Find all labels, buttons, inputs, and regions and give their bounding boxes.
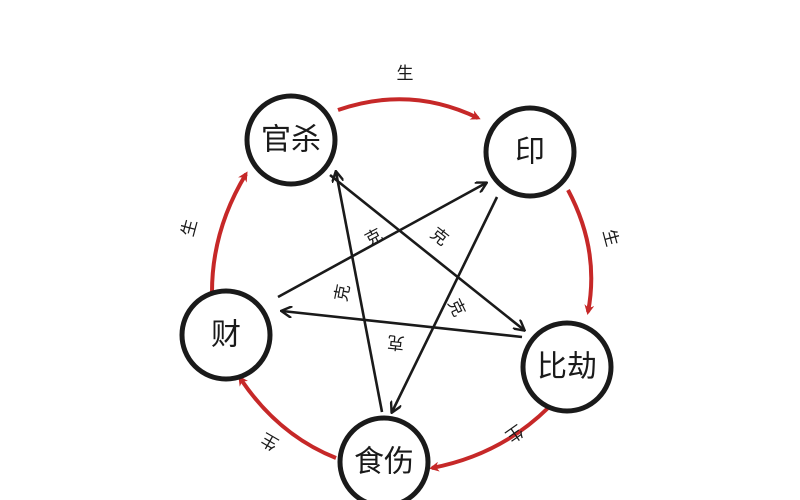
arrow-cai-to-guansha — [210, 171, 248, 293]
node-yin-label: 印 — [515, 135, 545, 170]
arrow-shishang-to-cai — [238, 375, 337, 460]
arrow-bijie-to-cai — [282, 311, 523, 339]
label-control-4: 克 — [387, 331, 406, 353]
label-generate-top: 生 — [397, 64, 414, 84]
label-generate-right: 生 — [598, 227, 622, 249]
label-control-5: 克 — [332, 283, 355, 304]
arrow-yin-to-shishang — [392, 196, 499, 412]
label-generate-left: 生 — [178, 217, 202, 239]
arrow-bijie-to-shishang — [429, 406, 550, 472]
node-cai: 财 — [179, 288, 273, 382]
node-bijie-label: 比劫 — [537, 350, 597, 385]
control-labels: 克 克 克 克 克 — [332, 224, 469, 353]
arrow-shishang-to-guansha — [336, 172, 384, 413]
label-control-1: 克 — [426, 224, 452, 250]
arrow-guansha-to-yin — [337, 97, 481, 120]
node-shishang: 食伤 — [337, 415, 431, 500]
node-bijie: 比劫 — [520, 320, 614, 414]
node-cai-label: 财 — [211, 318, 241, 353]
node-yin: 印 — [483, 105, 577, 199]
arrow-guansha-to-bijie — [329, 173, 524, 330]
arrow-cai-to-yin — [277, 183, 486, 299]
generating-arrows — [210, 97, 595, 472]
label-control-2: 克 — [362, 225, 386, 251]
node-guansha-label: 官杀 — [261, 123, 321, 158]
node-guansha: 官杀 — [244, 93, 338, 187]
node-shishang-label: 食伤 — [354, 445, 414, 480]
controlling-arrows — [277, 172, 524, 413]
arrow-yin-to-bijie — [566, 189, 595, 315]
label-generate-bottom-left: 生 — [258, 428, 283, 454]
